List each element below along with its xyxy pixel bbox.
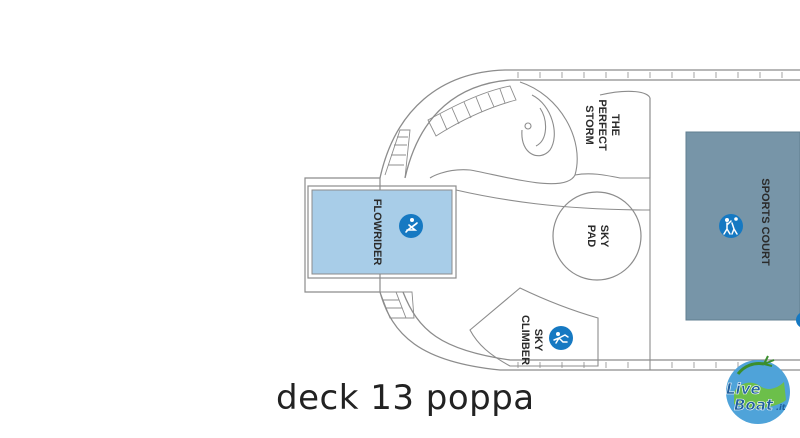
venue-label-sports-court: SPORTS COURT: [759, 178, 771, 266]
logo-word-boat: Boat: [734, 396, 774, 414]
watermark-logo: Live Boat .it: [726, 355, 790, 424]
flowrider-pool: [304, 177, 457, 293]
venue-label-sky-climber-1: SKY: [532, 329, 544, 352]
edge-icon: [796, 313, 800, 327]
venue-label-flowrider: FLOWRIDER: [371, 199, 383, 266]
venue-label-sky-pad-2: PAD: [585, 225, 597, 247]
surfer-icon: [399, 214, 423, 238]
plaza-outline: [455, 98, 651, 370]
venue-label-perfect-storm-3: STORM: [583, 105, 595, 145]
logo-word-live: Live: [726, 380, 761, 398]
venue-label-perfect-storm-2: PERFECT: [596, 99, 608, 151]
deck-caption: deck 13 poppa: [276, 378, 535, 418]
venue-label-sky-climber-2: CLIMBER: [519, 315, 531, 365]
climber-icon: [549, 326, 573, 350]
stern-stairs-upper: [384, 85, 517, 179]
venue-label-perfect-storm-1: THE: [609, 114, 621, 136]
logo-word-suffix: .it: [776, 403, 787, 412]
venue-label-sky-pad-1: SKY: [598, 225, 610, 248]
stern-stairs-lower: [379, 291, 415, 319]
sky-pad-circle: [552, 191, 642, 281]
sky-climber-area: [469, 287, 599, 367]
basketball-player-icon: [719, 214, 743, 238]
